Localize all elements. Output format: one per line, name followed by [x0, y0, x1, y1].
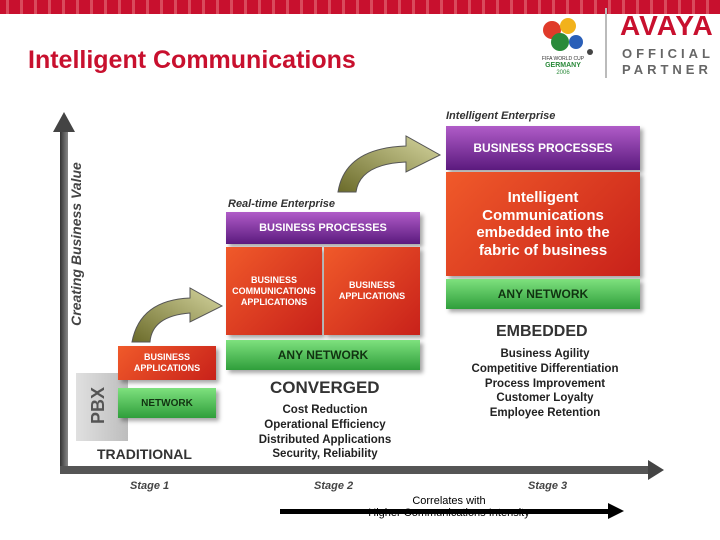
- world-cup-logo: FIFA WORLD CUP GERMANY 2006: [542, 18, 593, 76]
- top-banner: [0, 0, 720, 14]
- embedded-benefit: Competitive Differentiation: [471, 362, 619, 375]
- logo-event-year: 2006: [556, 70, 570, 76]
- embedded-benefit: Process Improvement: [484, 377, 606, 390]
- official-partner-text: OFFICIAL PARTNER: [622, 46, 714, 78]
- converged-benefits: Cost Reduction Operational Efficiency Di…: [240, 403, 410, 462]
- intensity-arrow: [280, 509, 610, 514]
- converged-communications-applications: BUSINESS COMMUNICATIONS APPLICATIONS: [226, 247, 322, 335]
- correlates-line-2: Higher Communications Intensity: [368, 507, 530, 519]
- stage-1-label: Stage 1: [130, 480, 170, 492]
- embedded-business-processes: BUSINESS PROCESSES: [446, 126, 640, 170]
- pbx-label: PBX: [88, 386, 109, 425]
- curved-arrow-1: [131, 287, 224, 343]
- converged-business-processes: BUSINESS PROCESSES: [226, 212, 420, 244]
- embedded-benefit: Business Agility: [500, 348, 590, 360]
- intensity-arrowhead: [608, 503, 624, 519]
- embedded-any-network: ANY NETWORK: [446, 279, 640, 309]
- traditional-business-applications: BUSINESS APPLICATIONS: [118, 346, 216, 380]
- logo-divider: [605, 8, 607, 78]
- y-axis: [60, 130, 68, 470]
- converged-benefit: Security, Reliability: [272, 448, 378, 461]
- logo-event-line1: FIFA WORLD CUP: [542, 56, 585, 62]
- embedded-benefit: Customer Loyalty: [496, 392, 594, 405]
- y-axis-arrowhead: [53, 112, 75, 132]
- embedded-benefit: Employee Retention: [489, 407, 601, 420]
- partner-line-1: OFFICIAL: [622, 46, 714, 61]
- traditional-label: TRADITIONAL: [97, 446, 192, 462]
- converged-benefit: Operational Efficiency: [264, 418, 386, 431]
- realtime-enterprise-label: Real-time Enterprise: [228, 198, 335, 210]
- x-axis: [60, 466, 650, 474]
- embedded-label: EMBEDDED: [496, 323, 588, 340]
- logo-event-line2: GERMANY: [545, 62, 581, 69]
- x-axis-arrowhead: [648, 460, 664, 480]
- correlates-line-1: Correlates with: [412, 495, 486, 507]
- converged-any-network: ANY NETWORK: [226, 340, 420, 370]
- converged-label: CONVERGED: [270, 378, 380, 397]
- converged-benefit: Cost Reduction: [282, 404, 368, 416]
- correlates-caption: Correlates with Higher Communications In…: [344, 495, 554, 519]
- embedded-benefits: Business Agility Competitive Differentia…: [462, 347, 628, 421]
- y-axis-label: Creating Business Value: [68, 162, 84, 326]
- curved-arrow-2: [337, 135, 442, 193]
- intelligent-enterprise-label: Intelligent Enterprise: [446, 110, 556, 122]
- partner-line-2: PARTNER: [622, 62, 712, 77]
- stage-2-label: Stage 2: [314, 480, 354, 492]
- embedded-intelligent-communications: Intelligent Communications embedded into…: [446, 172, 640, 276]
- stage-3-label: Stage 3: [528, 480, 568, 492]
- avaya-logo: AVAYA: [620, 10, 714, 41]
- converged-benefit: Distributed Applications: [258, 433, 392, 446]
- traditional-network: NETWORK: [118, 388, 216, 418]
- slide-title: Intelligent Communications: [28, 46, 356, 74]
- converged-business-applications: BUSINESS APPLICATIONS: [324, 247, 420, 335]
